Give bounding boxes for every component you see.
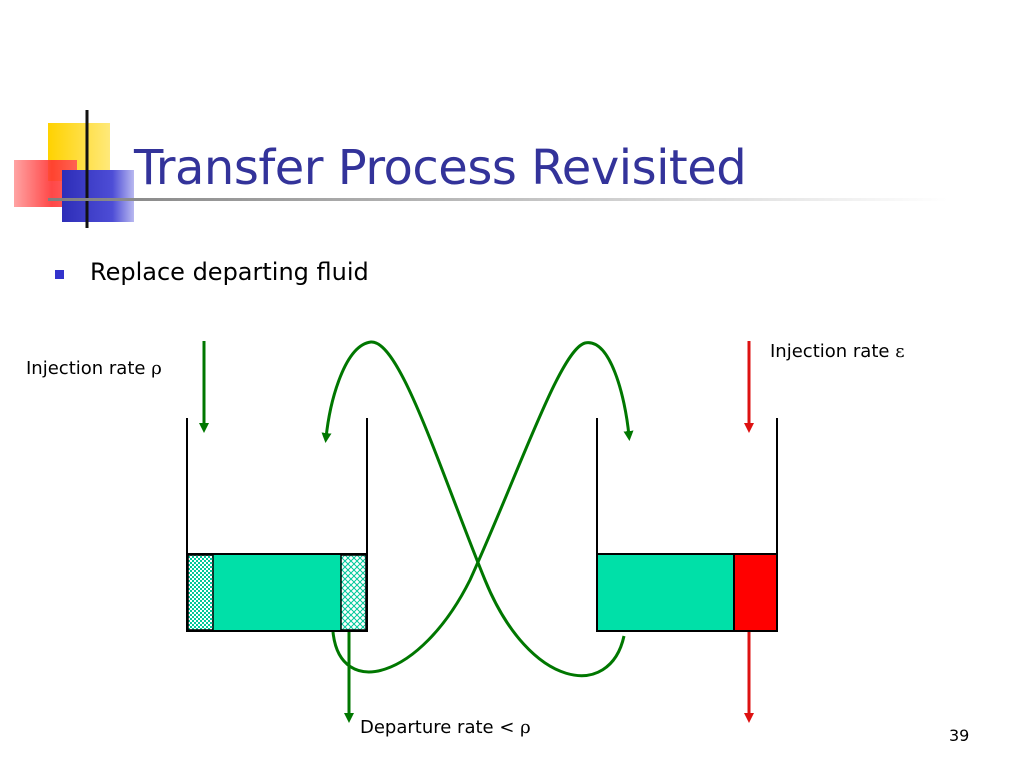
right-tank <box>596 418 778 632</box>
injection-rate-rho-label: Injection rate ρ <box>26 358 162 379</box>
bullet-item: Replace departing fluid <box>55 258 369 286</box>
departure-rate-label: Departure rate < ρ <box>360 717 531 738</box>
injection-rate-rho-text: Injection rate <box>26 358 152 379</box>
slide-title: Transfer Process Revisited <box>134 140 747 196</box>
title-underline <box>48 198 948 201</box>
logo-squares <box>14 110 948 228</box>
departure-rho-symbol: ρ <box>520 717 531 738</box>
transfer-curve-to-right-tank <box>331 341 634 674</box>
page-number: 39 <box>949 726 970 745</box>
left-tank <box>186 418 368 632</box>
injection-rate-epsilon-label: Injection rate ε <box>770 341 905 362</box>
epsilon-symbol: ε <box>895 341 905 362</box>
left-tank-injected-fluid <box>187 554 214 631</box>
departure-rate-text: Departure rate < <box>360 717 521 738</box>
left-tank-fluid <box>186 553 368 632</box>
blue-square <box>62 170 134 222</box>
bullet-text: Replace departing fluid <box>90 258 369 286</box>
transfer-curve-to-left-tank <box>321 340 626 678</box>
bullet-square-icon <box>55 269 64 279</box>
injection-rate-epsilon-text: Injection rate <box>770 341 896 362</box>
left-tank-departing-fluid <box>340 554 367 631</box>
rho-symbol: ρ <box>151 358 162 379</box>
right-tank-red-fluid <box>733 553 778 632</box>
